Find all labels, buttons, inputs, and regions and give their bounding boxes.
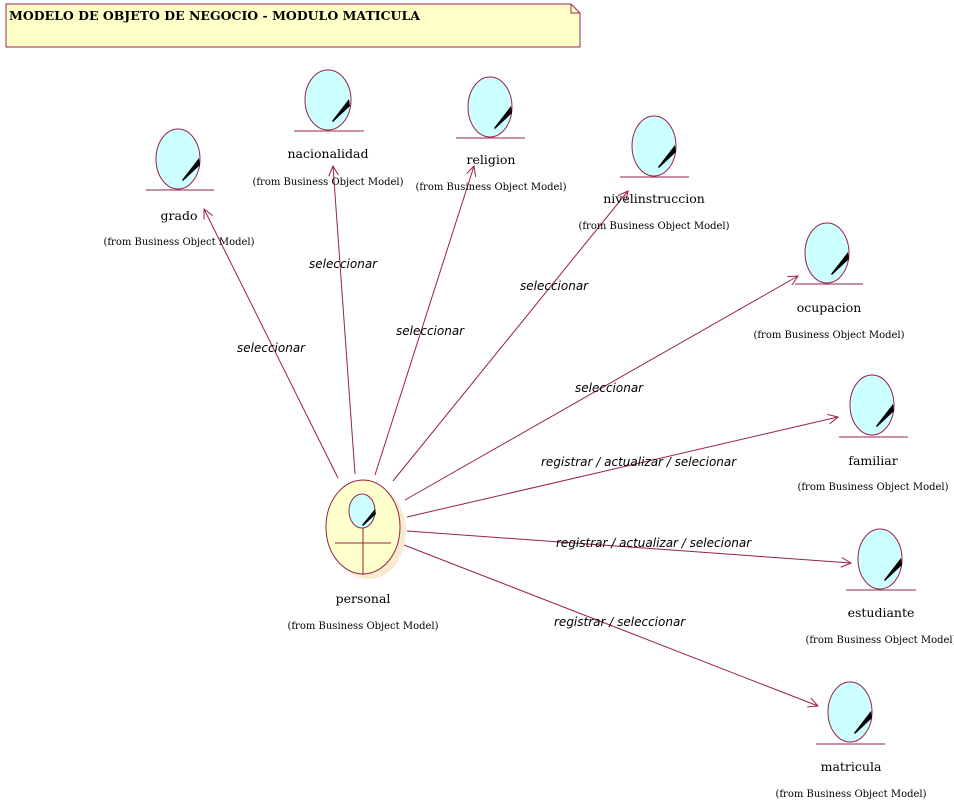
business-entity-icon	[839, 374, 908, 438]
business-entity-icon	[456, 76, 525, 139]
association-line-grado[interactable]	[204, 209, 339, 479]
entity-package: (from Business Object Model)	[103, 237, 254, 248]
association-label: registrar / seleccionar	[554, 615, 686, 629]
association-label: seleccionar	[520, 279, 589, 293]
association-line-estudiante[interactable]	[406, 530, 851, 563]
entity-name: estudiante	[848, 605, 915, 620]
association-label: seleccionar	[575, 381, 644, 395]
business-entity-icon	[620, 115, 689, 178]
association-label: seleccionar	[309, 257, 378, 271]
association-labels: seleccionar seleccionar seleccionar sele…	[237, 257, 752, 629]
entity-package: (from Business Object Model)	[797, 482, 948, 493]
associations	[204, 166, 851, 706]
business-entity-icon	[846, 528, 916, 591]
entity-name: nacionalidad	[288, 146, 369, 161]
title-note: MODELO DE OBJETO DE NEGOCIO - MODULO MAT…	[5, 3, 581, 48]
entity-name: familiar	[848, 453, 897, 468]
business-entity-icon	[816, 681, 885, 745]
entity-name: nivelinstruccion	[603, 191, 705, 206]
association-line-matricula[interactable]	[403, 544, 818, 706]
association-line-ocupacion[interactable]	[404, 276, 798, 501]
association-line-nivelinstruccion[interactable]	[392, 191, 628, 482]
association-label: registrar / actualizar / selecionar	[541, 455, 737, 469]
entity-familiar[interactable]: familiar (from Business Object Model)	[797, 374, 949, 493]
entity-ocupacion[interactable]: ocupacion (from Business Object Model)	[753, 222, 905, 341]
entity-name: ocupacion	[797, 300, 862, 315]
entity-grado[interactable]: grado (from Business Object Model)	[103, 128, 255, 248]
business-worker-icon	[325, 479, 406, 579]
association-line-familiar[interactable]	[406, 417, 838, 518]
entity-matricula[interactable]: matricula (from Business Object Model)	[775, 681, 927, 800]
entity-name: grado	[161, 208, 198, 223]
entity-name: personal	[336, 591, 391, 606]
business-entity-icon	[146, 128, 214, 191]
entity-package: (from Business Object Model)	[775, 789, 926, 800]
entity-package: (from Business Object Model)	[415, 182, 566, 193]
association-line-nacionalidad[interactable]	[333, 166, 356, 475]
diagram-title: MODELO DE OBJETO DE NEGOCIO - MODULO MAT…	[9, 8, 420, 23]
business-entity-icon	[795, 222, 863, 285]
entity-religion[interactable]: religion (from Business Object Model)	[415, 76, 567, 193]
entity-package: (from Business Object Model)	[753, 330, 904, 341]
worker-personal[interactable]: personal (from Business Object Model)	[287, 479, 439, 632]
entity-package: (from Business Object Model)	[252, 177, 403, 188]
association-label: seleccionar	[396, 324, 465, 338]
association-line-religion[interactable]	[374, 166, 474, 476]
entity-package: (from Business Object Model)	[805, 635, 954, 646]
entity-name: religion	[467, 152, 516, 167]
entity-nacionalidad[interactable]: nacionalidad (from Business Object Model…	[252, 69, 404, 188]
entity-package: (from Business Object Model)	[578, 221, 729, 232]
entity-estudiante[interactable]: estudiante (from Business Object Model)	[805, 528, 954, 646]
entity-nivelinstruccion[interactable]: nivelinstruccion (from Business Object M…	[578, 115, 730, 232]
association-label: seleccionar	[237, 341, 306, 355]
entity-name: matricula	[821, 759, 882, 774]
business-entity-icon	[294, 69, 364, 132]
entity-package: (from Business Object Model)	[287, 621, 438, 632]
association-label: registrar / actualizar / selecionar	[556, 536, 752, 550]
